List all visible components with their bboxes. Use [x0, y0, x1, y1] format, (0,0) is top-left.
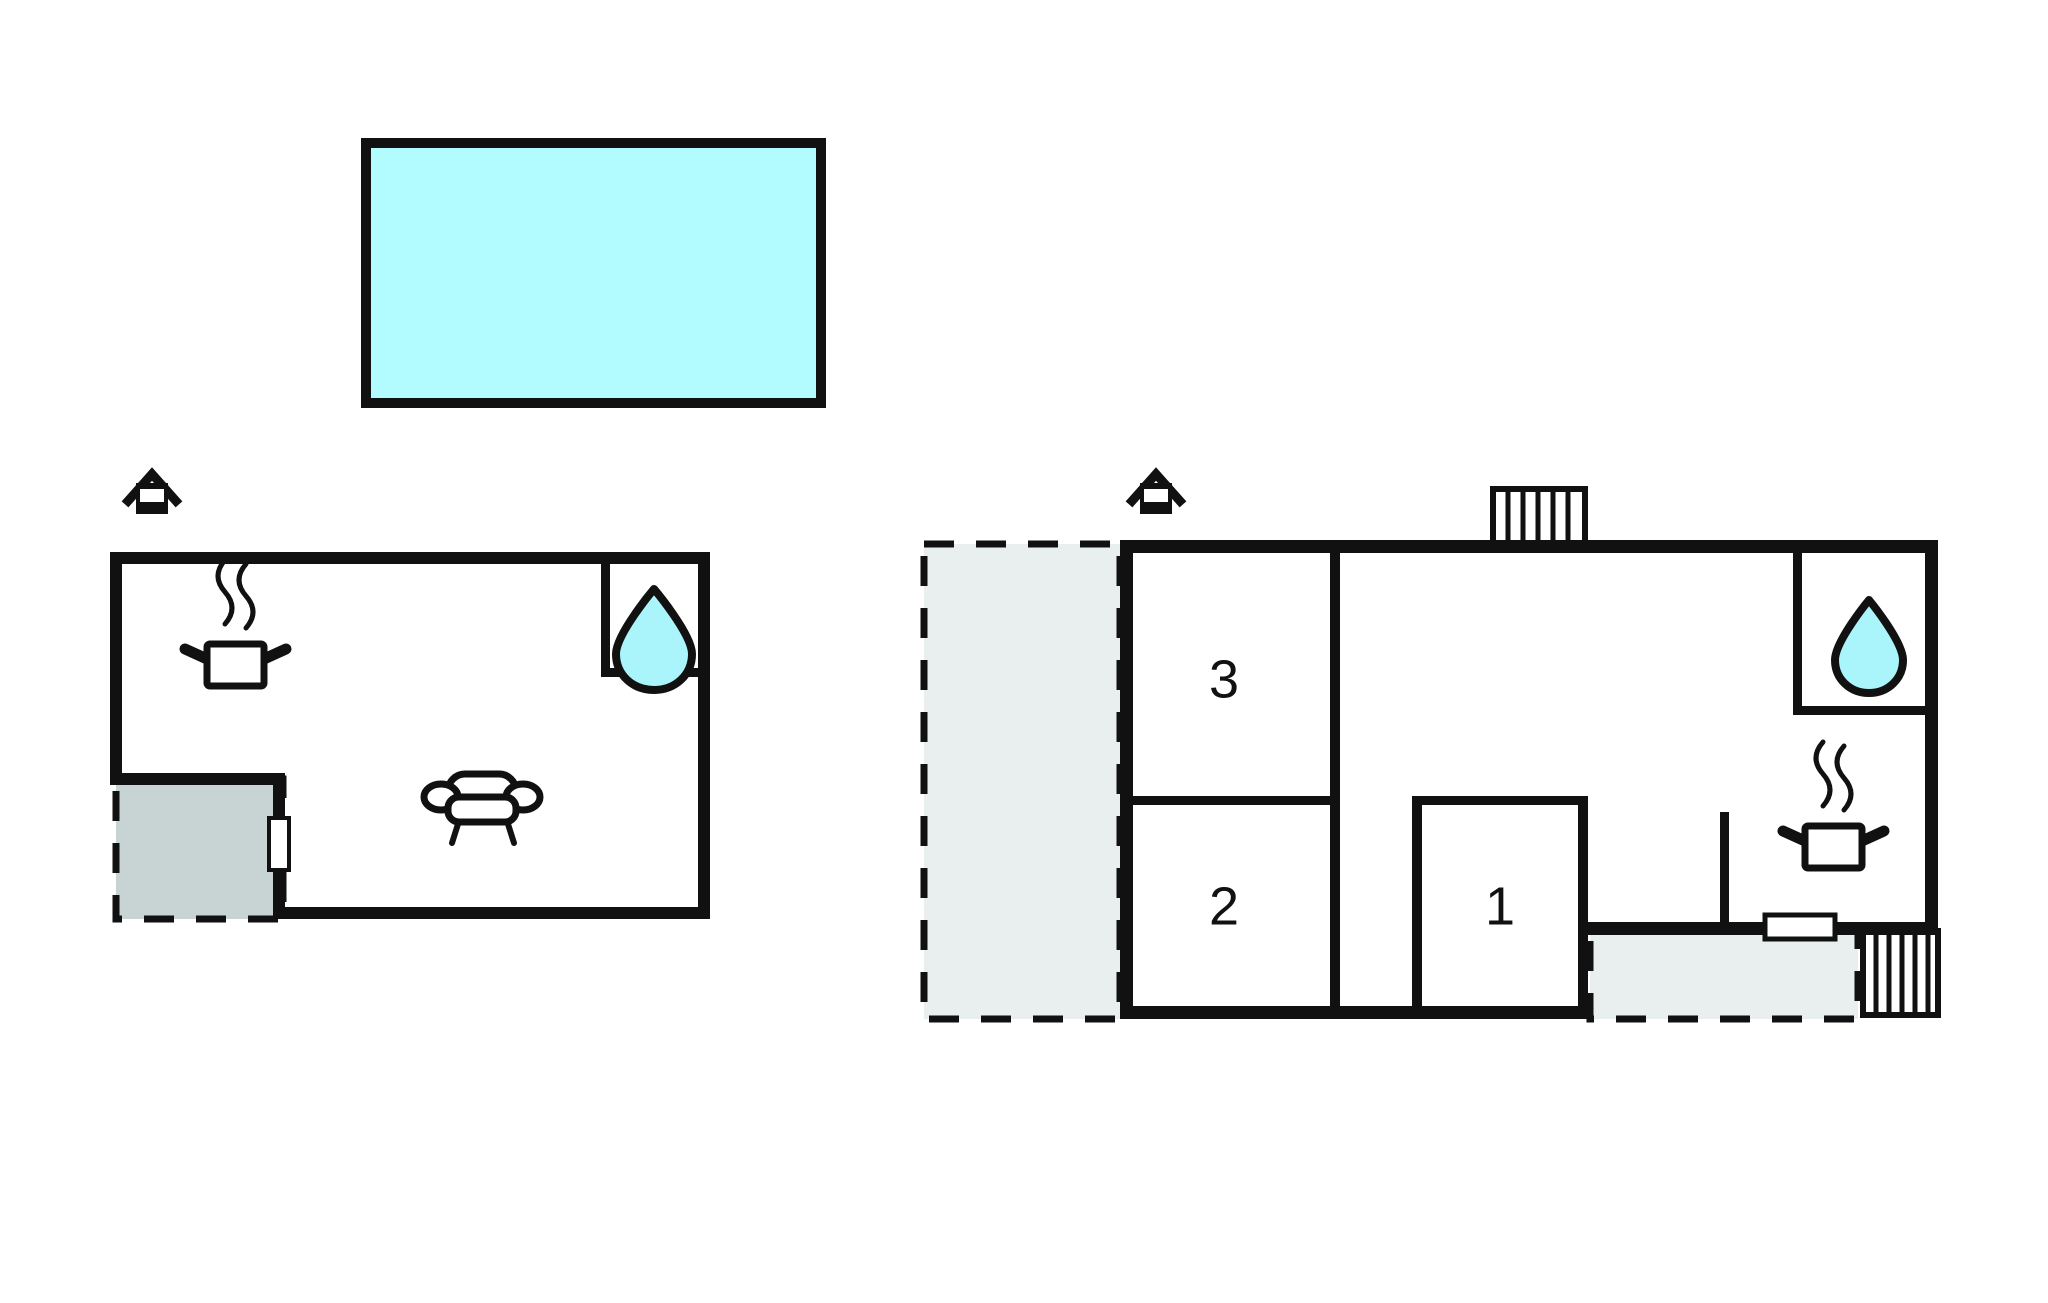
terrace-left-outline [920, 540, 1124, 1023]
wall-room1-left [1412, 796, 1422, 1013]
ground-floor-plan [110, 467, 710, 923]
terrace-right-outline [1586, 923, 1862, 1023]
water-drop-icon [1831, 596, 1907, 697]
swimming-pool [361, 138, 826, 408]
upper-floor-partitions [1127, 546, 1934, 1013]
room-number-3: 3 [1209, 649, 1239, 709]
water-drop-shape [612, 585, 696, 694]
wall-terrace-top [110, 773, 285, 785]
wall-bottom [273, 907, 710, 919]
wall-rooms-hall [1330, 546, 1340, 1013]
water-drop-shape [1831, 596, 1907, 697]
terrace-door-upper [1762, 912, 1838, 942]
wall-bath-left [1793, 546, 1802, 714]
wall-room1-top [1412, 796, 1583, 805]
water-drop-icon [612, 585, 696, 694]
pool-basin [361, 138, 826, 408]
upper-floor-terrace-right [1586, 923, 1862, 1023]
door-leaf [1762, 912, 1838, 942]
ground-floor-terrace [112, 775, 287, 923]
upper-floor-plan: 3 2 1 [920, 467, 1941, 1023]
kitchen-pot-icon [179, 557, 292, 690]
stairs-icon-top [1490, 486, 1588, 549]
wall-top [110, 552, 710, 564]
terrace-door [267, 816, 291, 872]
terrace-outline [112, 775, 287, 923]
wall-room1-right [1578, 796, 1588, 1013]
door-leaf [267, 816, 291, 872]
wall-bath-bottom [1793, 706, 1934, 715]
room-number-1: 1 [1485, 876, 1515, 936]
kitchen-pot-icon [1777, 739, 1890, 872]
house-entrance-icon [121, 467, 183, 514]
wall-left-upper [110, 552, 122, 784]
wall-room3-room2 [1127, 796, 1335, 805]
wall-kitchen-stub [1720, 812, 1729, 924]
wall-bottom-left [1120, 1006, 1587, 1019]
wall-bath-left [601, 552, 610, 677]
wall-top [1120, 540, 1938, 553]
house-entrance-icon [1125, 467, 1187, 514]
wall-right [698, 552, 710, 919]
upper-floor-terrace-left [920, 540, 1124, 1023]
upper-floor-walls [1120, 540, 1938, 1019]
wall-left [1120, 540, 1133, 1019]
room-number-2: 2 [1209, 876, 1239, 936]
wall-right [1925, 540, 1938, 935]
stairs-icon-bottom-right [1860, 928, 1941, 1018]
sofa-icon [420, 770, 544, 846]
